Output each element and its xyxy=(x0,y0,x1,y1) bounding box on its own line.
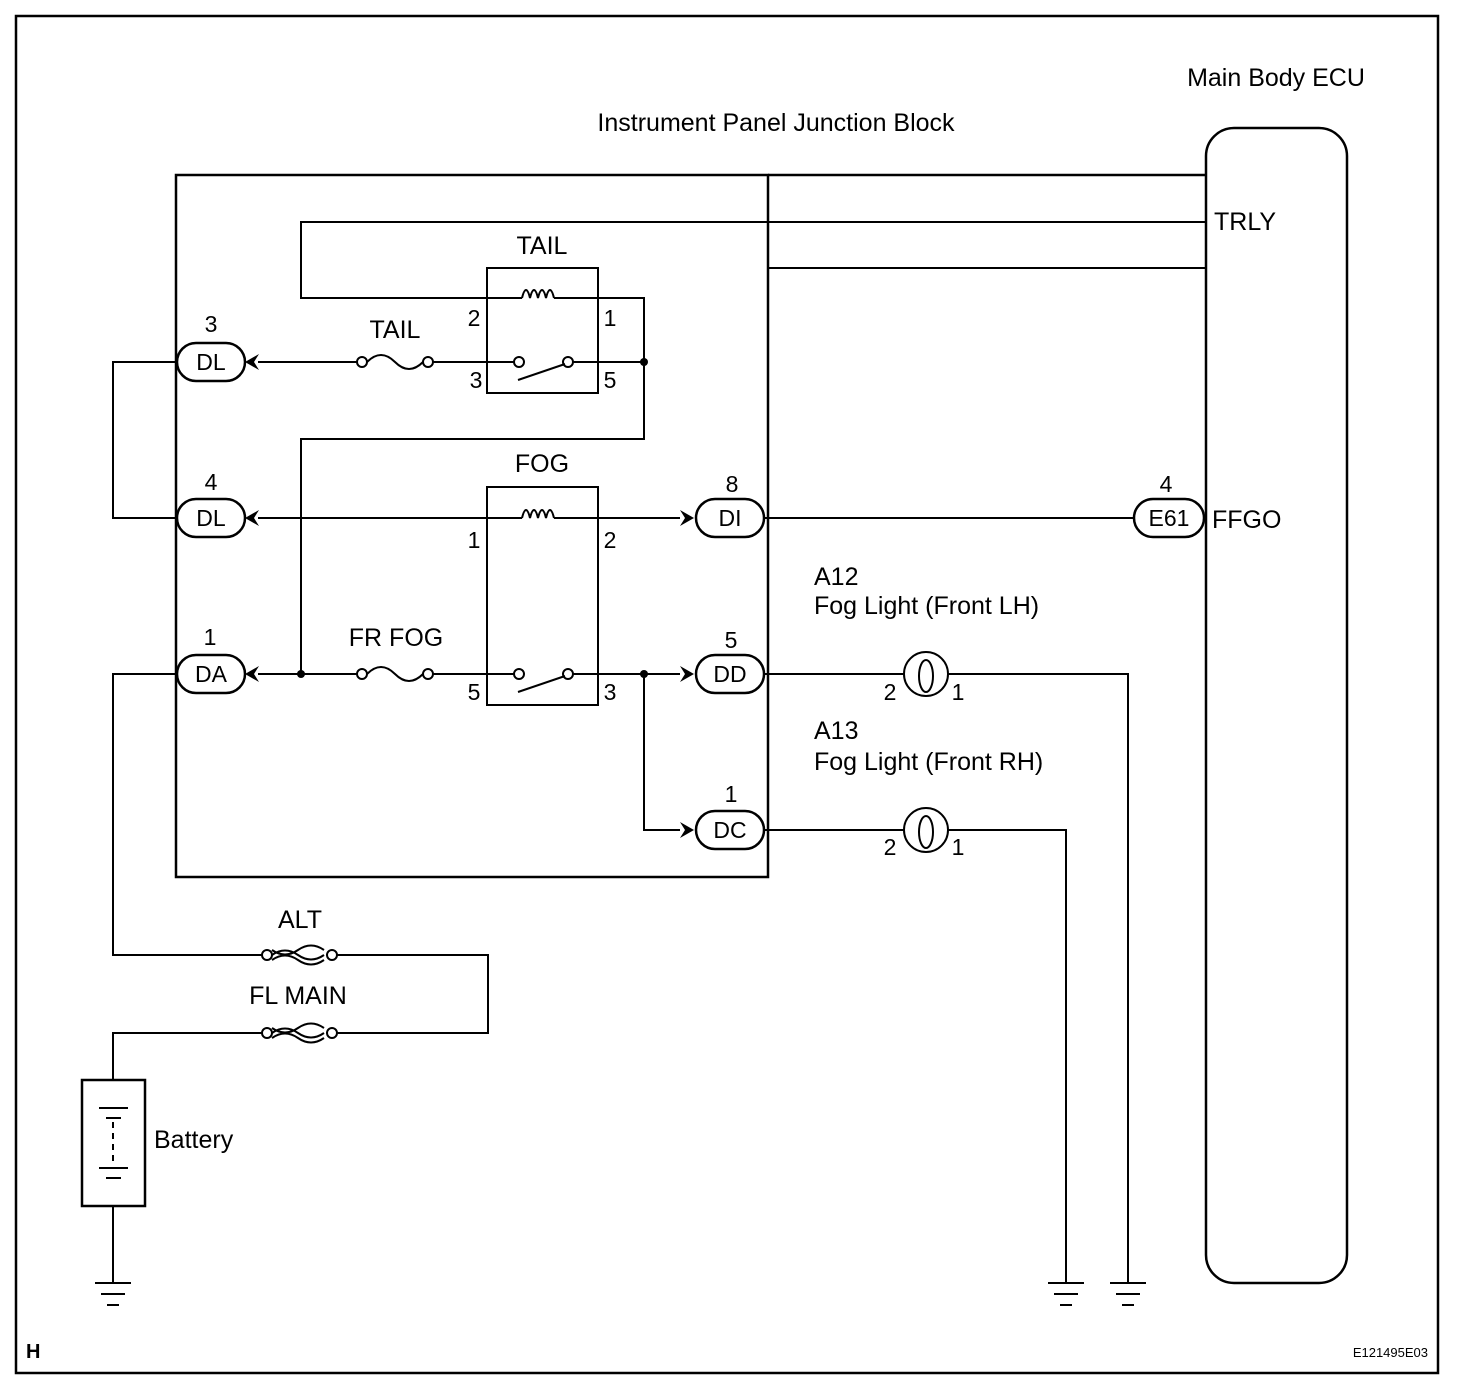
junction-dot xyxy=(297,670,305,678)
fog-relay-pin-1: 1 xyxy=(468,527,481,553)
svg-text:DD: DD xyxy=(713,661,746,687)
tail-fuse-label: TAIL xyxy=(370,316,421,344)
tail-relay-contact-icon xyxy=(562,356,574,368)
fog-light-lh-bulb-icon xyxy=(903,651,949,697)
svg-text:4: 4 xyxy=(1160,471,1173,497)
a12-pin-2: 2 xyxy=(884,679,897,705)
fog-relay-coil-icon xyxy=(521,509,555,519)
tail-fuse-element-icon xyxy=(366,354,424,370)
fog-relay-pin-5: 5 xyxy=(468,679,481,705)
connector-di-8: DI 8 xyxy=(680,471,766,539)
a13-ground-wire xyxy=(948,829,1067,1283)
a13-pin-1: 1 xyxy=(952,834,965,860)
svg-text:4: 4 xyxy=(205,469,218,495)
fog-relay-contact-icon xyxy=(513,668,525,680)
a12-ground-wire xyxy=(948,673,1129,1283)
main-body-ecu xyxy=(1204,126,1349,1285)
battery-icon xyxy=(80,1078,147,1208)
connector-dl-3: DL 3 xyxy=(175,311,259,383)
fr-fog-fuse-icon xyxy=(356,668,368,680)
tail-relay-switch-icon xyxy=(517,363,566,381)
connector-da-1: DA 1 xyxy=(175,624,259,695)
battery-label: Battery xyxy=(154,1126,234,1154)
ground-icon xyxy=(1048,1282,1084,1306)
tail-relay xyxy=(486,267,599,394)
tail-relay-pin-5: 5 xyxy=(604,367,617,393)
svg-text:8: 8 xyxy=(726,471,739,497)
tail-relay-pin-3: 3 xyxy=(470,367,483,393)
connector-dd-5: DD 5 xyxy=(680,627,766,695)
trly-terminal-label: TRLY xyxy=(1214,208,1276,236)
svg-text:DI: DI xyxy=(719,505,742,531)
tail-relay-pin-1: 1 xyxy=(604,305,617,331)
fog-relay-contact-icon xyxy=(562,668,574,680)
svg-text:DC: DC xyxy=(713,817,746,843)
fog-relay-pin-3: 3 xyxy=(604,679,617,705)
connector-dc-1: DC 1 xyxy=(680,781,766,851)
a12-name-label: Fog Light (Front LH) xyxy=(814,592,1039,620)
fr-fog-fuse-label: FR FOG xyxy=(349,624,443,652)
a13-pin-2: 2 xyxy=(884,834,897,860)
fl-main-fuse-label: FL MAIN xyxy=(249,982,347,1010)
a13-name-label: Fog Light (Front RH) xyxy=(814,748,1043,776)
fl-main-fusible-link-icon xyxy=(261,1022,338,1044)
junction-block-label: Instrument Panel Junction Block xyxy=(597,109,955,137)
tail-relay-coil-icon xyxy=(521,289,555,299)
alt-fl-main-wire xyxy=(337,954,489,1034)
fog-light-rh-bulb-icon xyxy=(903,807,949,853)
diagram-frame xyxy=(14,14,1440,1375)
svg-text:5: 5 xyxy=(725,627,738,653)
alt-fuse-label: ALT xyxy=(278,906,322,934)
svg-text:DL: DL xyxy=(196,349,226,375)
ground-icon xyxy=(95,1282,131,1306)
fog-output-branch-wire xyxy=(643,674,680,831)
ground-icon xyxy=(1110,1282,1146,1306)
da-feed-wire xyxy=(112,673,262,956)
figure-id: E121495E03 xyxy=(1353,1345,1428,1360)
fog-relay xyxy=(486,486,599,706)
a13-code-label: A13 xyxy=(814,717,858,745)
tail-relay-label: TAIL xyxy=(517,232,568,260)
fog-relay-pin-2: 2 xyxy=(604,527,617,553)
fog-relay-label: FOG xyxy=(515,450,569,478)
fr-fog-fuse-element-icon xyxy=(366,666,424,682)
svg-text:1: 1 xyxy=(204,624,217,650)
a12-code-label: A12 xyxy=(814,563,858,591)
ffgo-terminal-label: FFGO xyxy=(1212,506,1281,534)
connector-e61-4: E61 4 xyxy=(1132,471,1206,539)
svg-text:DL: DL xyxy=(196,505,226,531)
dl-loop-wire xyxy=(112,361,177,519)
a12-pin-1: 1 xyxy=(952,679,965,705)
battery-feed-wire xyxy=(112,1032,262,1080)
svg-text:3: 3 xyxy=(205,311,218,337)
svg-text:E61: E61 xyxy=(1149,505,1190,531)
trly-wire xyxy=(300,221,1206,299)
tail-relay-pin-2: 2 xyxy=(468,305,481,331)
instrument-panel-junction-block xyxy=(174,173,770,879)
junction-dot xyxy=(640,358,648,366)
main-ecu-label: Main Body ECU xyxy=(1187,64,1365,92)
svg-text:1: 1 xyxy=(725,781,738,807)
fog-relay-switch-icon xyxy=(517,675,566,693)
connector-dl-4: DL 4 xyxy=(175,469,259,539)
svg-text:DA: DA xyxy=(195,661,228,687)
corner-label: H xyxy=(26,1341,40,1363)
tail-fuse-icon xyxy=(356,356,368,368)
tail-relay-contact-icon xyxy=(513,356,525,368)
alt-fusible-link-icon xyxy=(261,944,338,966)
